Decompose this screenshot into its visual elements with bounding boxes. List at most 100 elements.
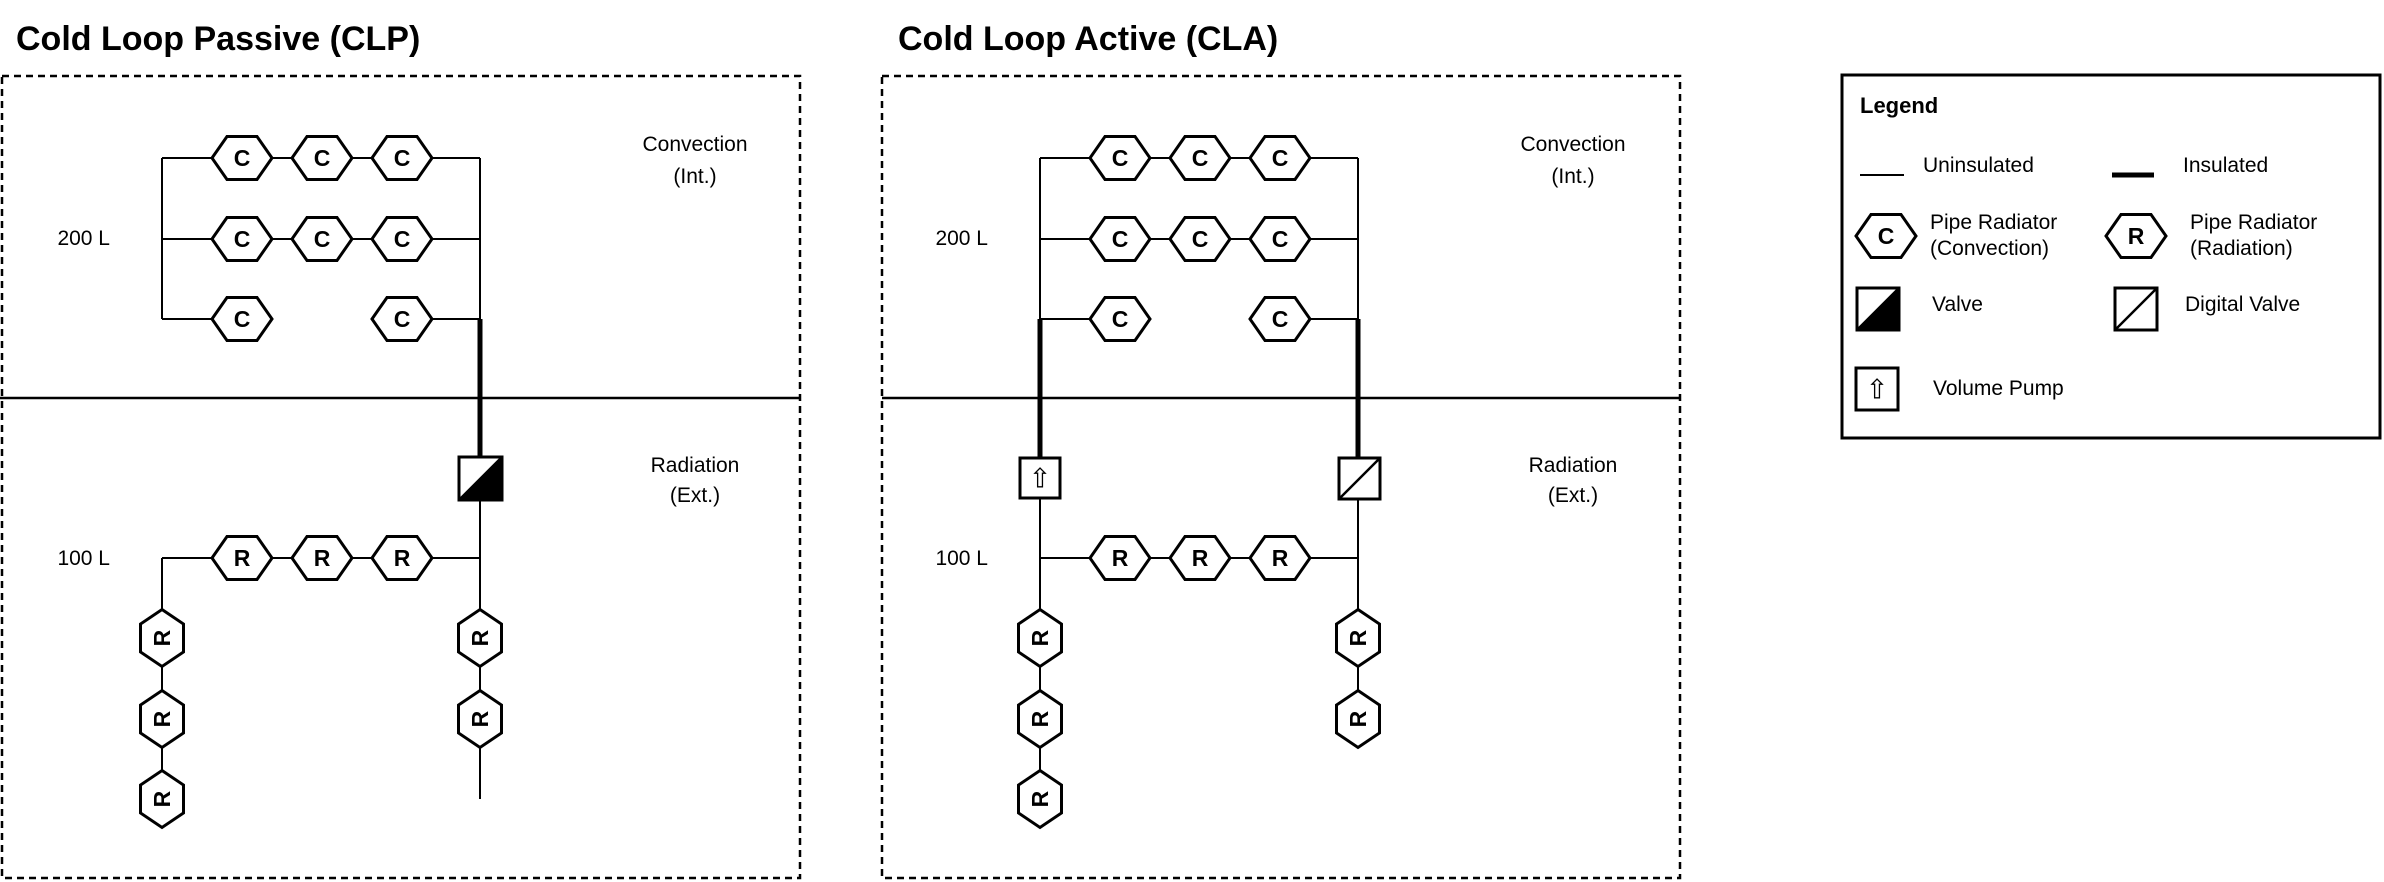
volume-pump-icon: ⇧ [1854,366,1900,412]
clp-zone-external-label-line2: (Ext.) [669,484,721,507]
radiator-convection-icon: C [370,296,434,342]
pump-arrow: ⇧ [1866,375,1889,406]
radiator-letter: R [2128,223,2145,249]
radiator-letter: R [467,710,493,727]
legend-valve-label: Valve [1932,293,1983,316]
radiator-convection-icon: C [1168,216,1232,262]
radiator-letter: C [234,306,251,332]
radiator-letter: C [394,145,411,171]
radiator-letter: R [1272,545,1289,571]
radiator-radiation-icon: R [1335,689,1381,749]
radiator-radiation-icon: R [210,535,274,581]
legend-volume-pump-label: Volume Pump [1933,377,2064,400]
clp-section: C C C C C C C C R R R R R R R R [0,74,802,880]
pump-arrow: ⇧ [1029,464,1052,495]
radiator-letter: R [1345,629,1371,646]
radiator-letter: C [1878,223,1895,249]
radiator-letter: C [1272,226,1289,252]
radiator-letter: R [1192,545,1209,571]
legend-pipe-radiator-convection-label-line1: Pipe Radiator [1930,211,2058,234]
radiator-letter: C [394,226,411,252]
radiator-radiation-icon: R [139,689,185,749]
radiator-radiation-icon: R [2104,213,2168,259]
legend-uninsulated-label: Uninsulated [1923,154,2034,177]
radiator-convection-icon: C [1088,296,1152,342]
radiator-radiation-icon: R [139,608,185,668]
radiator-letter: C [314,145,331,171]
radiator-letter: R [149,629,175,646]
radiator-letter: C [314,226,331,252]
legend-border [1840,73,2382,440]
radiator-convection-icon: C [210,135,274,181]
radiator-convection-icon: C [1248,216,1312,262]
clp-zone-internal-label-line2: (Int.) [673,165,717,188]
legend-pipe-radiator-radiation-label-line1: Pipe Radiator [2190,211,2318,234]
cla-section-title: Cold Loop Active (CLA) [898,20,1279,58]
radiator-letter: R [1112,545,1129,571]
radiator-convection-icon: C [1168,135,1232,181]
radiator-letter: R [467,629,493,646]
clp-section-title: Cold Loop Passive (CLP) [16,20,421,58]
cla-boundary-box [880,74,1682,880]
radiator-radiation-icon: R [290,535,354,581]
radiator-letter: R [1345,710,1371,727]
radiator-radiation-icon: R [1335,608,1381,668]
radiator-convection-icon: C [1088,135,1152,181]
radiator-letter: R [314,545,331,571]
radiator-convection-icon: C [1248,135,1312,181]
radiator-letter: R [149,790,175,807]
legend-insulated-label: Insulated [2183,154,2269,177]
radiator-letter: C [1112,306,1129,332]
legend-pipe-radiator-radiation-label-line2: (Radiation) [2190,237,2293,260]
radiator-letter: C [234,145,251,171]
radiator-letter: C [1272,306,1289,332]
radiator-radiation-icon: R [457,689,503,749]
radiator-letter: C [1112,145,1129,171]
radiator-convection-icon: C [370,216,434,262]
cla-volume-pump-icon: ⇧ [1018,456,1062,500]
clp-valve-icon [457,455,504,502]
cla-zone-external-label-line1: Radiation [1528,454,1618,477]
cla-zone-external-label-line2: (Ext.) [1547,484,1599,507]
radiator-letter: C [394,306,411,332]
cla-volume-internal-label: 200 L [935,227,988,250]
radiator-radiation-icon: R [370,535,434,581]
clp-zone-external-label-line1: Radiation [650,454,740,477]
cla-section: ⇧ C C C C C C C C R R R R R R R R [880,74,1682,880]
radiator-radiation-icon: R [1248,535,1312,581]
radiator-convection-icon: C [1088,216,1152,262]
radiator-convection-icon: C [370,135,434,181]
cla-volume-external-label: 100 L [935,547,988,570]
radiator-radiation-icon: R [139,769,185,829]
radiator-letter: C [1192,145,1209,171]
radiator-letter: C [234,226,251,252]
clp-volume-internal-label: 200 L [57,227,110,250]
clp-volume-external-label: 100 L [57,547,110,570]
radiator-radiation-icon: R [457,608,503,668]
radiator-letter: R [234,545,251,571]
radiator-letter: C [1192,226,1209,252]
radiator-letter: R [1027,710,1053,727]
legend-title: Legend [1860,93,1939,118]
legend-pipe-radiator-convection-label-line2: (Convection) [1930,237,2050,260]
clp-boundary-box [0,74,802,880]
radiator-radiation-icon: R [1017,689,1063,749]
radiator-letter: C [1272,145,1289,171]
digital-valve-icon [2113,286,2159,332]
clp-zone-internal-label-line1: Convection [642,133,748,156]
radiator-radiation-icon: R [1017,608,1063,668]
radiator-convection-icon: C [210,296,274,342]
radiator-radiation-icon: R [1168,535,1232,581]
radiator-letter: R [394,545,411,571]
radiator-letter: R [1027,629,1053,646]
radiator-convection-icon: C [210,216,274,262]
radiator-radiation-icon: R [1088,535,1152,581]
cla-digital-valve-icon [1337,456,1382,501]
valve-icon [1855,286,1901,332]
radiator-convection-icon: C [1248,296,1312,342]
cla-pipes-insulated [1037,319,1361,458]
cla-zone-internal-label-line1: Convection [1520,133,1626,156]
radiator-letter: R [1027,790,1053,807]
